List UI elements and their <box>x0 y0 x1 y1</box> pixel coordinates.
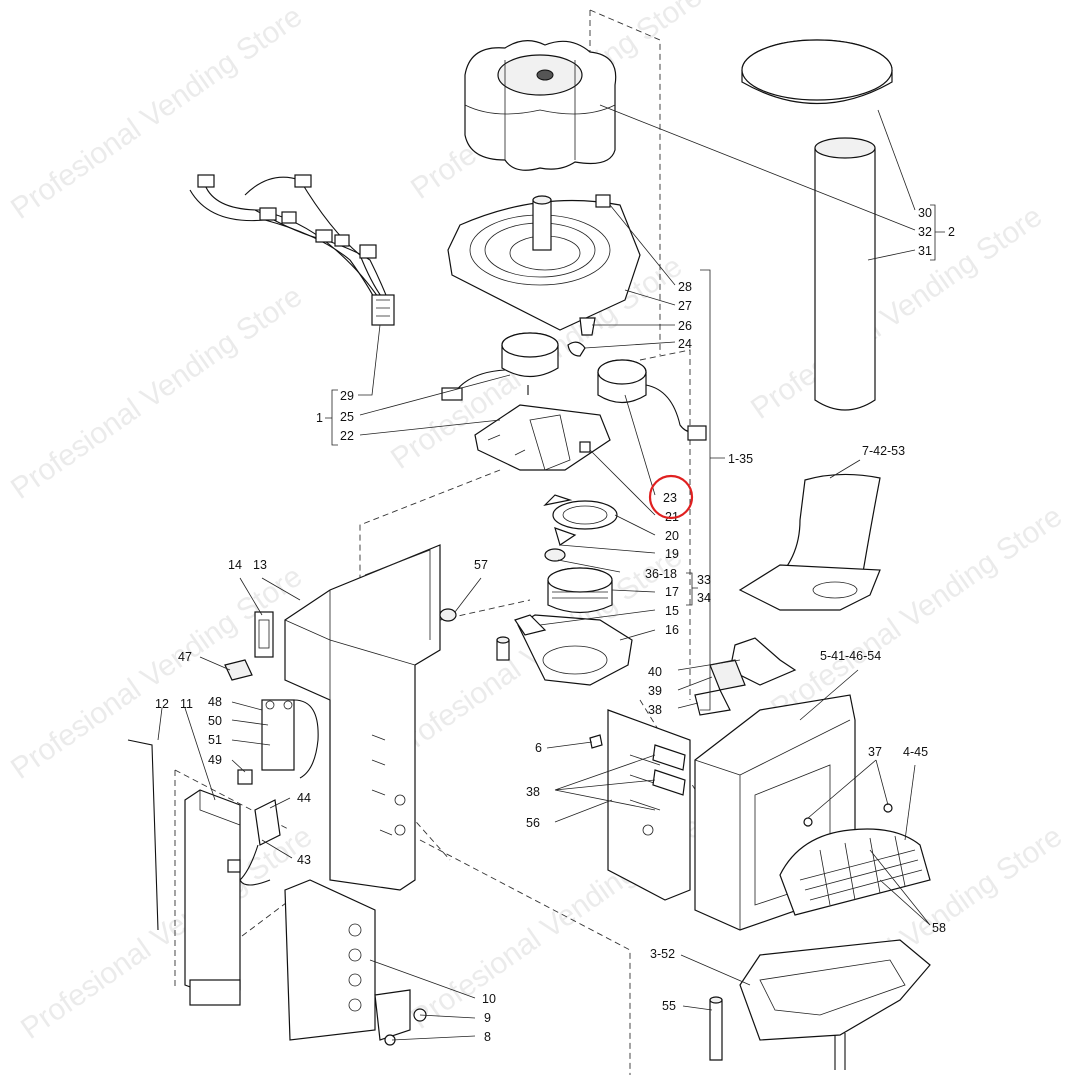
drip-tray <box>739 939 931 1070</box>
motor-left <box>441 332 559 401</box>
callout-55: 55 <box>662 999 676 1013</box>
callout-15: 15 <box>665 604 679 618</box>
callout-7-42-53: 7-42-53 <box>862 444 905 458</box>
callout-24: 24 <box>678 337 692 351</box>
callout-34: 34 <box>697 591 711 605</box>
gear-base <box>496 614 633 686</box>
drip-tray-grid <box>779 828 931 916</box>
highlight-circle <box>648 474 694 520</box>
callout-56: 56 <box>526 816 540 830</box>
callout-44: 44 <box>297 791 311 805</box>
callout-31: 31 <box>918 244 932 258</box>
callout-50: 50 <box>208 714 222 728</box>
sensor-assembly <box>227 799 281 886</box>
callout-9: 9 <box>484 1011 491 1025</box>
watermark-text: Profesional Vending Store <box>745 200 1048 426</box>
watermark-text: Profesional Vending Store <box>5 0 308 226</box>
small-clips <box>567 317 596 357</box>
callout-13: 13 <box>253 558 267 572</box>
callout-2: 2 <box>948 225 955 239</box>
callout-20: 20 <box>665 529 679 543</box>
callout-5-41-46-54: 5-41-46-54 <box>820 649 881 663</box>
callout-36-18: 36-18 <box>645 567 677 581</box>
callout-labels: 30 32 31 2 28 27 26 24 29 1 25 22 1-35 7… <box>155 206 955 1044</box>
main-frame <box>284 544 457 891</box>
callout-30: 30 <box>918 206 932 220</box>
callout-16: 16 <box>665 623 679 637</box>
callout-58: 58 <box>932 921 946 935</box>
bracket-14 <box>254 611 274 658</box>
callout-22: 22 <box>340 429 354 443</box>
callout-32: 32 <box>918 225 932 239</box>
turntable-base <box>447 194 641 331</box>
callout-37: 37 <box>868 745 882 759</box>
callout-38-mid: 38 <box>526 785 540 799</box>
pad-47 <box>224 659 253 681</box>
callout-25: 25 <box>340 410 354 424</box>
callout-23: 23 <box>663 491 677 505</box>
callout-19: 19 <box>665 547 679 561</box>
front-plate <box>284 879 427 1046</box>
rod-55 <box>709 996 723 1061</box>
callout-49: 49 <box>208 753 222 767</box>
callout-28: 28 <box>678 280 692 294</box>
callout-26: 26 <box>678 319 692 333</box>
cylinder-assembly <box>741 39 893 411</box>
callout-43: 43 <box>297 853 311 867</box>
rod-12 <box>127 739 159 931</box>
callout-1-35: 1-35 <box>728 452 753 466</box>
watermark-text: Profesional Vending Store <box>5 280 308 506</box>
callout-11: 11 <box>180 697 193 711</box>
clover-canister <box>464 40 617 171</box>
leader-lines <box>157 104 945 1041</box>
bracket-40 <box>694 637 797 716</box>
gear-ring <box>547 567 613 614</box>
mixing-bowl <box>738 473 881 611</box>
callout-10: 10 <box>482 992 496 1006</box>
callout-4-45: 4-45 <box>903 745 928 759</box>
callout-1: 1 <box>316 411 323 425</box>
callout-29: 29 <box>340 389 354 403</box>
switch-block <box>237 699 319 785</box>
callout-57: 57 <box>474 558 488 572</box>
callout-39: 39 <box>648 684 662 698</box>
callout-51: 51 <box>208 733 222 747</box>
callout-17: 17 <box>665 585 679 599</box>
callout-40: 40 <box>648 665 662 679</box>
callout-8: 8 <box>484 1030 491 1044</box>
rear-plate <box>589 709 691 901</box>
callout-14: 14 <box>228 558 242 572</box>
callout-47: 47 <box>178 650 192 664</box>
motor-bracket <box>474 404 611 471</box>
callout-27: 27 <box>678 299 692 313</box>
callout-12: 12 <box>155 697 169 711</box>
callout-3-52: 3-52 <box>650 947 675 961</box>
wiring-harness <box>189 174 395 326</box>
callout-6: 6 <box>535 741 542 755</box>
motor-right <box>597 359 707 441</box>
callout-48: 48 <box>208 695 222 709</box>
ring-assembly <box>543 494 618 562</box>
side-plate <box>184 789 241 1006</box>
callout-33: 33 <box>697 573 711 587</box>
callout-38-top: 38 <box>648 703 662 717</box>
watermark-text: Profesional Vending Store <box>15 820 318 1046</box>
